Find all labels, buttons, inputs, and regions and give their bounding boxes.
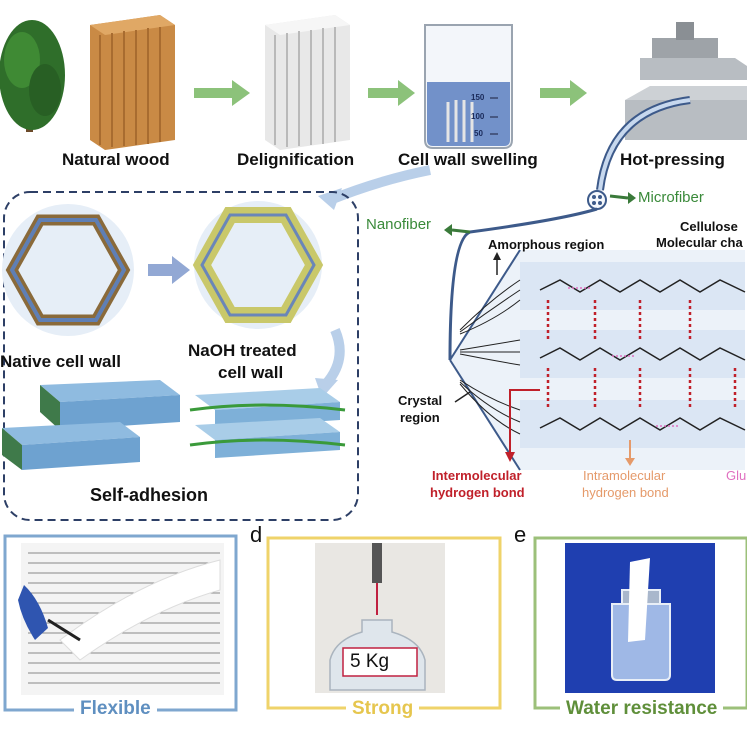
stage-natural-wood: Natural wood xyxy=(62,150,170,169)
naoh-cell-wall-illustration xyxy=(192,201,324,329)
nanofiber-label: Nanofiber xyxy=(366,216,432,233)
beaker-tick-100: 100 xyxy=(471,112,485,121)
process-arrow-2 xyxy=(368,80,415,106)
inset-box xyxy=(3,191,359,521)
flexible-film xyxy=(59,559,221,661)
layer-stack-left xyxy=(2,380,180,470)
nanofiber-arrow xyxy=(444,224,471,236)
weight-label-box xyxy=(342,647,418,677)
clamp xyxy=(372,543,382,583)
weight-label: 5 Kg xyxy=(350,651,390,672)
process-arrow-1 xyxy=(194,80,250,106)
layer-stack-right xyxy=(189,388,346,458)
crystal-label-line1: Crystal xyxy=(398,393,443,408)
fiber-tube xyxy=(587,96,691,210)
self-adhesion-label: Self-adhesion xyxy=(90,485,209,505)
beaker-illustration xyxy=(424,24,513,149)
naoh-label-line2: cell wall xyxy=(218,363,284,382)
cell-wall-arrow xyxy=(148,256,190,284)
crystal-label-line2: region xyxy=(400,410,440,425)
inset-curved-arrow xyxy=(315,328,345,398)
native-cell-wall-illustration xyxy=(2,204,134,336)
native-cell-wall-label: Native cell wall xyxy=(0,352,121,371)
stage-delignification: Delignification xyxy=(237,150,355,169)
stage-cell-wall-swelling: Cell wall swelling xyxy=(398,150,538,169)
fiber-fan xyxy=(459,279,521,435)
curved-arrow-to-inset xyxy=(318,165,431,210)
intra-pointer xyxy=(625,440,635,466)
strong-title: Strong xyxy=(346,698,420,720)
hot-press-illustration xyxy=(625,22,747,140)
beaker-tick-50: 50 xyxy=(474,129,483,138)
wood-strip xyxy=(628,558,650,642)
intermolecular-label-line1: Intermolecular xyxy=(432,468,522,483)
crystal-pointer xyxy=(454,391,471,403)
tree-illustration xyxy=(0,20,65,132)
cellulose-label-line2: Molecular cha xyxy=(656,235,743,250)
tweezers xyxy=(47,618,81,642)
process-arrow-3 xyxy=(540,80,587,106)
beaker-tick-150: 150 xyxy=(471,93,485,102)
panel-letter-d: d xyxy=(250,522,263,547)
flexible-title: Flexible xyxy=(74,698,157,720)
cellulose-label-line1: Cellulose xyxy=(680,219,738,234)
intramolecular-label-line1: Intramolecular xyxy=(583,468,666,483)
microfiber-arrow xyxy=(609,192,636,204)
intramolecular-label-line2: hydrogen bond xyxy=(582,485,669,500)
intermolecular-label-line2: hydrogen bond xyxy=(430,485,525,500)
amorphous-pointer xyxy=(493,252,501,275)
glove-hand xyxy=(18,585,48,640)
inter-pointer xyxy=(505,389,540,462)
stage-hot-pressing: Hot-pressing xyxy=(620,150,725,169)
amorphous-region-label: Amorphous region xyxy=(488,237,605,252)
microfiber-label: Microfiber xyxy=(638,189,704,206)
naoh-label-line1: NaOH treated xyxy=(188,341,297,360)
glass-vial xyxy=(611,603,671,681)
panel-letter-e: e xyxy=(514,522,527,547)
glu-label: Glu xyxy=(726,468,747,483)
delignified-wood-block xyxy=(265,15,350,150)
cellulose-chains xyxy=(520,262,746,448)
water-resistance-title: Water resistance xyxy=(560,698,724,720)
natural-wood-block xyxy=(90,15,175,150)
